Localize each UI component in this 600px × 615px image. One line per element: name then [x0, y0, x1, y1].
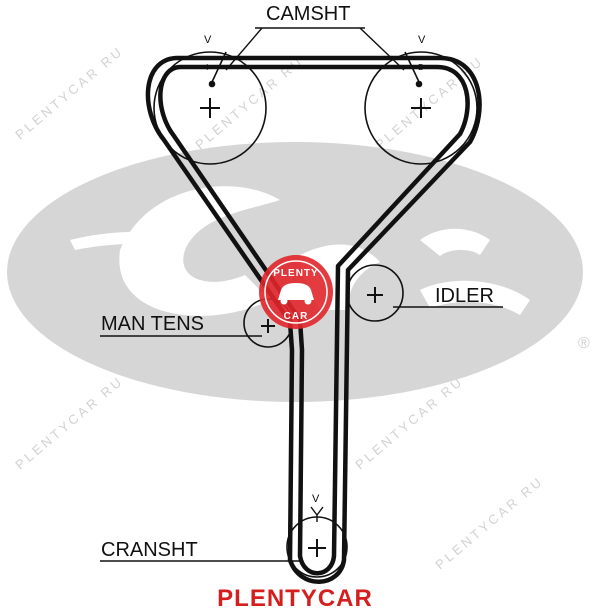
watermark-text-4: PLENTYCAR RU [12, 373, 126, 472]
camsht-leader-left [225, 27, 263, 71]
left-cam-timing-dot [208, 80, 216, 88]
watermark-text-1: PLENTYCAR RU [12, 43, 126, 142]
left-cam-v-mark: V [204, 34, 212, 46]
left-cam-i-mark: I [206, 63, 208, 72]
left-cam-circle [153, 51, 267, 165]
stamp-top-text: PLENTY [273, 268, 318, 279]
stamp-car-icon [278, 283, 314, 300]
right-cam-timing-dot [415, 80, 423, 88]
idler-circle [346, 264, 404, 322]
registered-mark: ® [578, 335, 590, 352]
right-cam-timing-line [404, 51, 420, 83]
plentycar-stamp: PLENTY CAR [259, 255, 333, 329]
idler-pulley [346, 264, 404, 322]
camshaft-label: CAMSHT [266, 3, 350, 25]
left-cam-timing-line [211, 51, 227, 83]
stamp-bottom-text: CAR [284, 311, 309, 322]
idler-label: IDLER [435, 285, 494, 307]
belt-outer-edge [145, 55, 482, 584]
crankshaft-pulley [286, 506, 348, 578]
right-cam-circle [364, 51, 478, 165]
belt-inner-edge [158, 64, 470, 576]
watermark-text-6: PLENTYCAR RU [432, 473, 546, 572]
right-cam-e-mark: E [418, 63, 423, 72]
right-camshaft-pulley [364, 51, 478, 165]
crank-timing-arrow [310, 506, 324, 517]
manual-tensioner-label: MAN TENS [101, 313, 204, 335]
leader-lines [100, 27, 503, 562]
right-cam-v-mark: V [418, 34, 426, 46]
crankshaft-label: CRANSHT [101, 539, 198, 561]
left-camshaft-pulley [153, 51, 267, 165]
crank-v-mark: V [312, 493, 320, 505]
timing-belt [145, 55, 482, 584]
camsht-leader-right [359, 27, 405, 71]
plentycar-brand-text: PLENTYCAR [217, 585, 373, 612]
